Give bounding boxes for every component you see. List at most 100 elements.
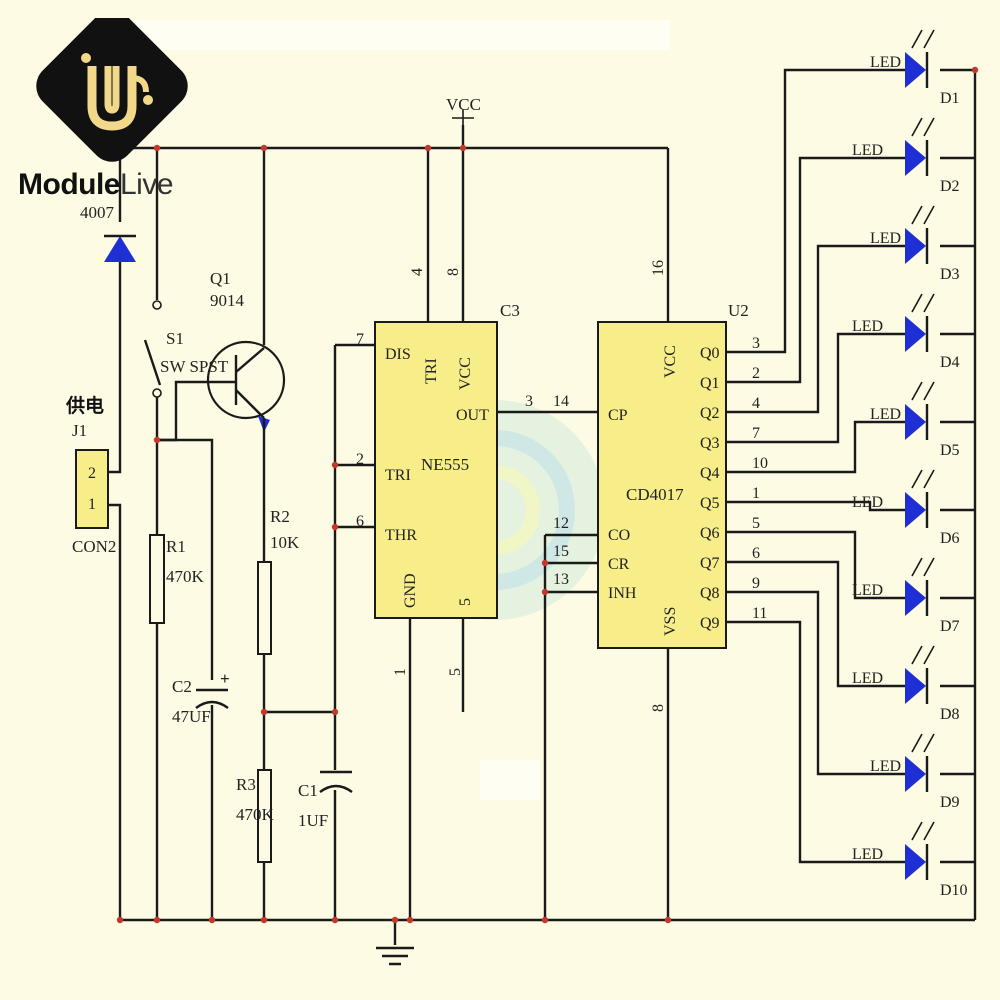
junction-dot bbox=[331, 708, 339, 716]
led-symbol bbox=[905, 316, 926, 352]
junction-dot bbox=[208, 916, 216, 924]
s1-label: S1 bbox=[166, 329, 184, 348]
led-light-arrows bbox=[911, 381, 935, 401]
junction-dot bbox=[260, 708, 268, 716]
led-light-arrows bbox=[911, 29, 935, 49]
output-pin-number: 2 bbox=[752, 365, 760, 382]
led-name: D5 bbox=[940, 442, 960, 459]
output-pin-label: Q5 bbox=[700, 495, 720, 512]
cd4017-pin-13: 13 bbox=[553, 571, 569, 588]
ne555-vcc: VCC bbox=[457, 357, 474, 390]
ne555-pin-8: 8 bbox=[445, 268, 462, 276]
led-symbol bbox=[905, 52, 926, 88]
output-wire bbox=[726, 500, 905, 512]
ne555-chip bbox=[374, 321, 498, 619]
switch-lever bbox=[143, 339, 162, 386]
ne555-pin-7: 7 bbox=[356, 331, 364, 348]
output-pin-label: Q2 bbox=[700, 405, 720, 422]
junction-dot bbox=[153, 916, 161, 924]
output-wire bbox=[726, 530, 905, 600]
junction-dot bbox=[541, 588, 549, 596]
led-label: LED bbox=[870, 406, 901, 423]
r2-label: R2 bbox=[270, 507, 290, 526]
led-symbol bbox=[905, 492, 926, 528]
junction-dot bbox=[541, 916, 549, 924]
switch-contact bbox=[152, 388, 162, 398]
c2-plus: + bbox=[220, 669, 230, 688]
ne555-pin-4: 4 bbox=[409, 268, 426, 276]
output-wire bbox=[726, 590, 905, 776]
ne555-pin-1: 1 bbox=[392, 668, 409, 676]
c2-plate-curved bbox=[195, 700, 229, 709]
output-wire bbox=[726, 620, 905, 864]
led-light-arrows bbox=[911, 205, 935, 225]
cd4017-co: CO bbox=[608, 527, 630, 544]
diode-label: 4007 bbox=[80, 203, 115, 222]
led-name: D4 bbox=[940, 354, 960, 371]
ne555-pin-2: 2 bbox=[356, 451, 364, 468]
cd4017-pin-14: 14 bbox=[553, 393, 569, 410]
led-label: LED bbox=[852, 582, 883, 599]
r1-value: 470K bbox=[166, 567, 205, 586]
ne555-tri-top: TRI bbox=[423, 358, 440, 384]
led-label: LED bbox=[852, 318, 883, 335]
led-light-arrows bbox=[911, 645, 935, 665]
cd4017-pin-12: 12 bbox=[553, 515, 569, 532]
cd4017-inh: INH bbox=[608, 585, 637, 602]
555-input-wires bbox=[335, 343, 375, 529]
c2-value: 47UF bbox=[172, 707, 211, 726]
diode-symbol bbox=[104, 236, 136, 262]
junction-dot bbox=[260, 144, 268, 152]
led-label: LED bbox=[870, 758, 901, 775]
cd4017-name: CD4017 bbox=[626, 485, 684, 504]
led-light-arrows bbox=[911, 821, 935, 841]
led-label: LED bbox=[852, 846, 883, 863]
output-pin-number: 5 bbox=[752, 515, 760, 532]
output-pin-label: Q4 bbox=[700, 465, 720, 482]
cd4017-vss: VSS bbox=[662, 607, 679, 636]
q1-part-label: 9014 bbox=[210, 291, 245, 310]
cd4017-pin-15: 15 bbox=[553, 543, 569, 560]
vcc-label: VCC bbox=[446, 95, 481, 114]
led-label: LED bbox=[852, 142, 883, 159]
q1-label: Q1 bbox=[210, 269, 231, 288]
led-symbol bbox=[905, 844, 926, 880]
c2-label: C2 bbox=[172, 677, 192, 696]
led-name: D2 bbox=[940, 178, 960, 195]
ne555-gnd: GND bbox=[402, 573, 419, 608]
led-name: D8 bbox=[940, 706, 960, 723]
junction-dot bbox=[459, 144, 467, 152]
vcc-stub bbox=[452, 110, 474, 125]
cd4017-chip bbox=[597, 321, 727, 649]
output-pin-number: 10 bbox=[752, 455, 768, 472]
r2-value: 10K bbox=[270, 533, 300, 552]
led-light-arrows bbox=[911, 293, 935, 313]
c1-plate-curved bbox=[319, 784, 353, 793]
output-wire bbox=[726, 420, 905, 474]
led-light-arrows bbox=[911, 557, 935, 577]
cd4017-cp: CP bbox=[608, 407, 628, 424]
output-pin-label: Q3 bbox=[700, 435, 720, 452]
ground-symbol bbox=[376, 920, 414, 966]
led-light-arrows bbox=[911, 733, 935, 753]
c1-value: 1UF bbox=[298, 811, 328, 830]
j1-pin2: 2 bbox=[88, 465, 96, 482]
ne555-name: NE555 bbox=[421, 455, 469, 474]
output-pin-label: Q7 bbox=[700, 555, 720, 572]
output-pin-number: 9 bbox=[752, 575, 760, 592]
led-label: LED bbox=[870, 230, 901, 247]
output-wire bbox=[726, 68, 905, 354]
led-name: D3 bbox=[940, 266, 960, 283]
j1-part-label: CON2 bbox=[72, 537, 116, 556]
junction-dot bbox=[116, 916, 124, 924]
junction-dot bbox=[406, 916, 414, 924]
led-name: D10 bbox=[940, 882, 968, 899]
c1-label: C1 bbox=[298, 781, 318, 800]
output-pin-number: 1 bbox=[752, 485, 760, 502]
output-pin-number: 7 bbox=[752, 425, 760, 442]
output-pin-number: 11 bbox=[752, 605, 767, 622]
brand-wordmark: ModuleLive bbox=[18, 168, 174, 202]
u2-label: U2 bbox=[728, 301, 749, 320]
